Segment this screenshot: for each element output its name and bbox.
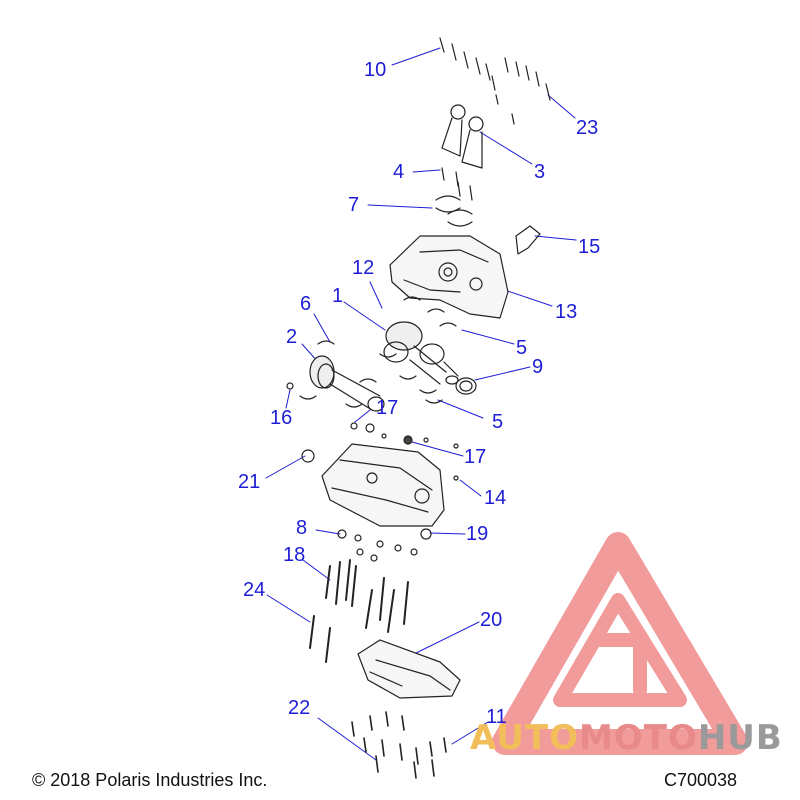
leader-lines bbox=[265, 47, 577, 761]
callout-15[interactable]: 15 bbox=[578, 236, 601, 258]
callout-10[interactable]: 10 bbox=[364, 59, 387, 81]
lower-crankcase bbox=[301, 443, 445, 527]
callout-17-lower[interactable]: 17 bbox=[464, 446, 487, 468]
callout-23[interactable]: 23 bbox=[576, 117, 599, 139]
callout-3[interactable]: 3 bbox=[534, 161, 546, 183]
rod-bearings bbox=[435, 195, 473, 227]
crankshaft bbox=[383, 321, 459, 385]
callout-11[interactable]: 11 bbox=[486, 706, 507, 728]
upper-crankcase bbox=[389, 235, 509, 319]
oil-seal bbox=[455, 377, 477, 395]
callout-19[interactable]: 19 bbox=[466, 523, 489, 545]
callout-1[interactable]: 1 bbox=[332, 285, 344, 307]
copyright-text: © 2018 Polaris Industries Inc. bbox=[32, 770, 268, 790]
watermark-moto: MOTO bbox=[578, 718, 698, 758]
callout-9[interactable]: 9 bbox=[532, 356, 544, 378]
connecting-rods bbox=[441, 104, 484, 201]
small-parts bbox=[286, 382, 459, 481]
watermark-logo bbox=[492, 532, 748, 755]
oil-pan-bolts bbox=[351, 711, 447, 779]
bracket bbox=[515, 225, 541, 255]
callout-5-lower[interactable]: 5 bbox=[492, 411, 504, 433]
callout-21[interactable]: 21 bbox=[238, 471, 261, 493]
crankcase-bolts bbox=[309, 559, 409, 663]
watermark-text: AUTOMOTOHUB bbox=[470, 718, 783, 758]
top-bolts-group bbox=[439, 37, 551, 125]
callout-12[interactable]: 12 bbox=[352, 257, 375, 279]
callout-16[interactable]: 16 bbox=[270, 407, 293, 429]
callout-7[interactable]: 7 bbox=[348, 194, 360, 216]
watermark-auto: AUTO bbox=[470, 718, 579, 758]
oil-pan bbox=[357, 639, 461, 699]
callout-22[interactable]: 22 bbox=[288, 697, 311, 719]
main-bearings bbox=[379, 296, 457, 404]
callout-6[interactable]: 6 bbox=[300, 293, 312, 315]
callout-4[interactable]: 4 bbox=[393, 161, 405, 183]
callout-13[interactable]: 13 bbox=[555, 301, 578, 323]
callout-8[interactable]: 8 bbox=[296, 517, 308, 539]
washers bbox=[337, 528, 432, 562]
callout-20[interactable]: 20 bbox=[480, 609, 503, 631]
part-code: C700038 bbox=[664, 770, 738, 790]
callout-24[interactable]: 24 bbox=[243, 579, 266, 601]
balance-shaft bbox=[299, 340, 385, 412]
callout-18[interactable]: 18 bbox=[283, 544, 306, 566]
callout-5-upper[interactable]: 5 bbox=[516, 337, 528, 359]
callout-14[interactable]: 14 bbox=[484, 487, 507, 509]
callout-17-upper[interactable]: 17 bbox=[376, 397, 399, 419]
watermark-hub: HUB bbox=[697, 718, 783, 758]
callout-2[interactable]: 2 bbox=[286, 326, 298, 348]
